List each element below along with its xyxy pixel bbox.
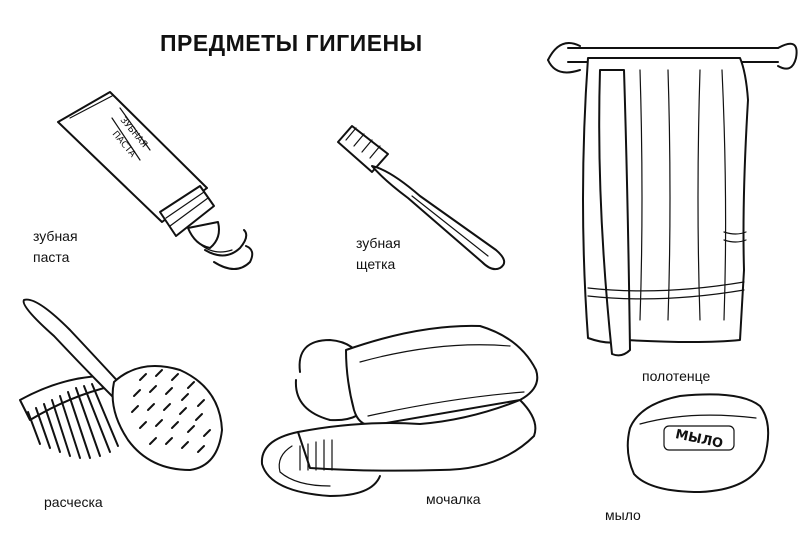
washcloth-label: мочалка [426,491,481,507]
comb-and-brush-illustration [19,298,223,471]
comb-teeth [27,383,119,459]
toothbrush-illustration [337,125,506,271]
toothbrush-label: зубная щетка [356,233,401,275]
toothbrush-label-line1: зубная [356,235,401,251]
toothpaste-label-line2: паста [33,249,70,265]
washcloth-illustration [260,324,539,497]
toothbrush-label-line2: щетка [356,256,396,272]
comb-label: расческа [44,494,103,510]
toothpaste-label: зубная паста [33,226,78,268]
towel-label: полотенце [642,368,711,384]
toothpaste-illustration: ЗУБНАЯ ПАСТА [57,91,254,270]
toothpaste-label-line1: зубная [33,228,78,244]
page-title: ПРЕДМЕТЫ ГИГИЕНЫ [160,30,423,56]
towel-illustration [547,42,798,357]
brush-bristles [131,369,211,453]
soap-label: мыло [605,507,641,523]
soap-illustration: МЫЛО [626,393,770,493]
